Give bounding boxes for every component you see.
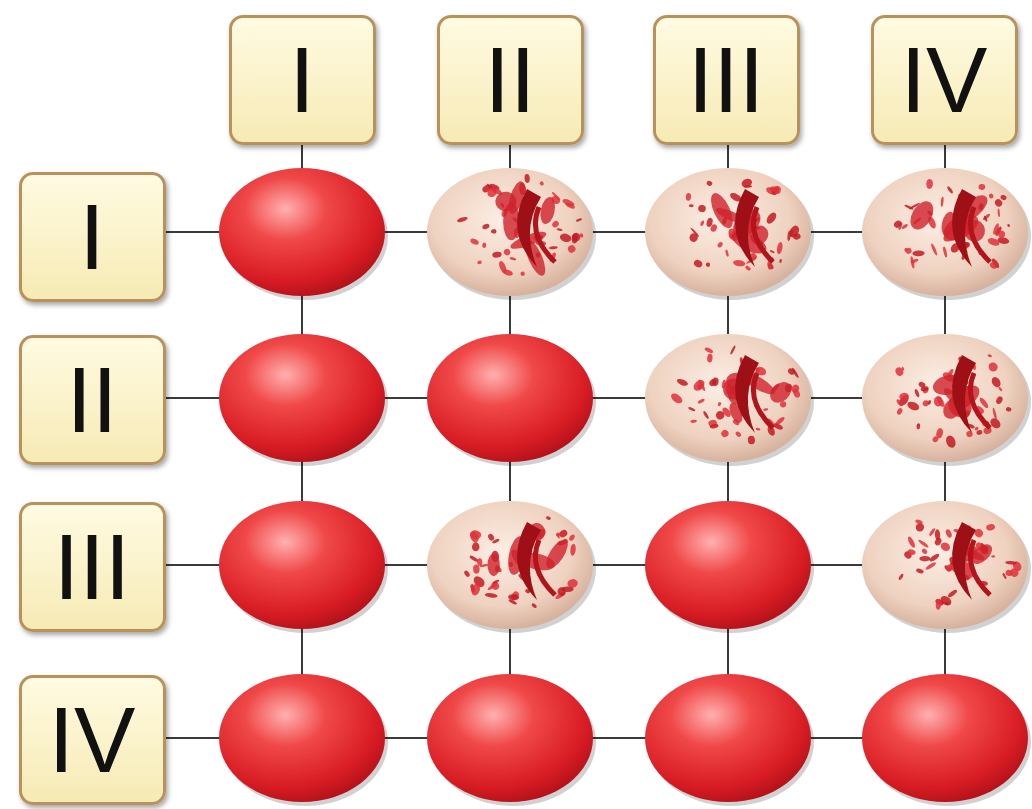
group-numeral: I: [289, 34, 315, 126]
blood-group-header: III: [653, 15, 800, 145]
normal-cell: [645, 501, 814, 633]
blood-group-header: I: [229, 15, 376, 145]
normal-cell: [427, 334, 596, 466]
normal-cell: [219, 168, 388, 300]
blood-group-header: IV: [871, 15, 1018, 145]
group-numeral: I: [79, 191, 105, 283]
agglutinated-cell: [427, 501, 596, 633]
group-numeral: IV: [901, 34, 988, 126]
normal-cell: [219, 334, 388, 466]
blood-group-header: III: [19, 502, 166, 632]
agglutinated-cell: [862, 334, 1031, 466]
group-numeral: III: [54, 521, 131, 613]
agglutinated-cell: [645, 334, 814, 466]
normal-cell: [645, 674, 814, 806]
blood-group-header: I: [19, 172, 166, 302]
blood-group-header: IV: [19, 675, 166, 805]
normal-cell: [427, 674, 596, 806]
agglutinated-cell: [862, 168, 1031, 300]
grid-lines: [160, 140, 945, 738]
blood-cells: [219, 168, 1031, 806]
normal-cell: [219, 674, 388, 806]
normal-cell: [219, 501, 388, 633]
blood-group-header: II: [19, 335, 166, 465]
agglutinated-cell: [862, 501, 1031, 633]
group-numeral: II: [66, 354, 117, 446]
agglutinated-cell: [427, 168, 596, 300]
group-numeral: II: [484, 34, 535, 126]
group-numeral: III: [688, 34, 765, 126]
blood-group-header: II: [437, 15, 584, 145]
normal-cell: [862, 674, 1031, 806]
agglutinated-cell: [645, 168, 814, 300]
group-numeral: IV: [49, 694, 136, 786]
